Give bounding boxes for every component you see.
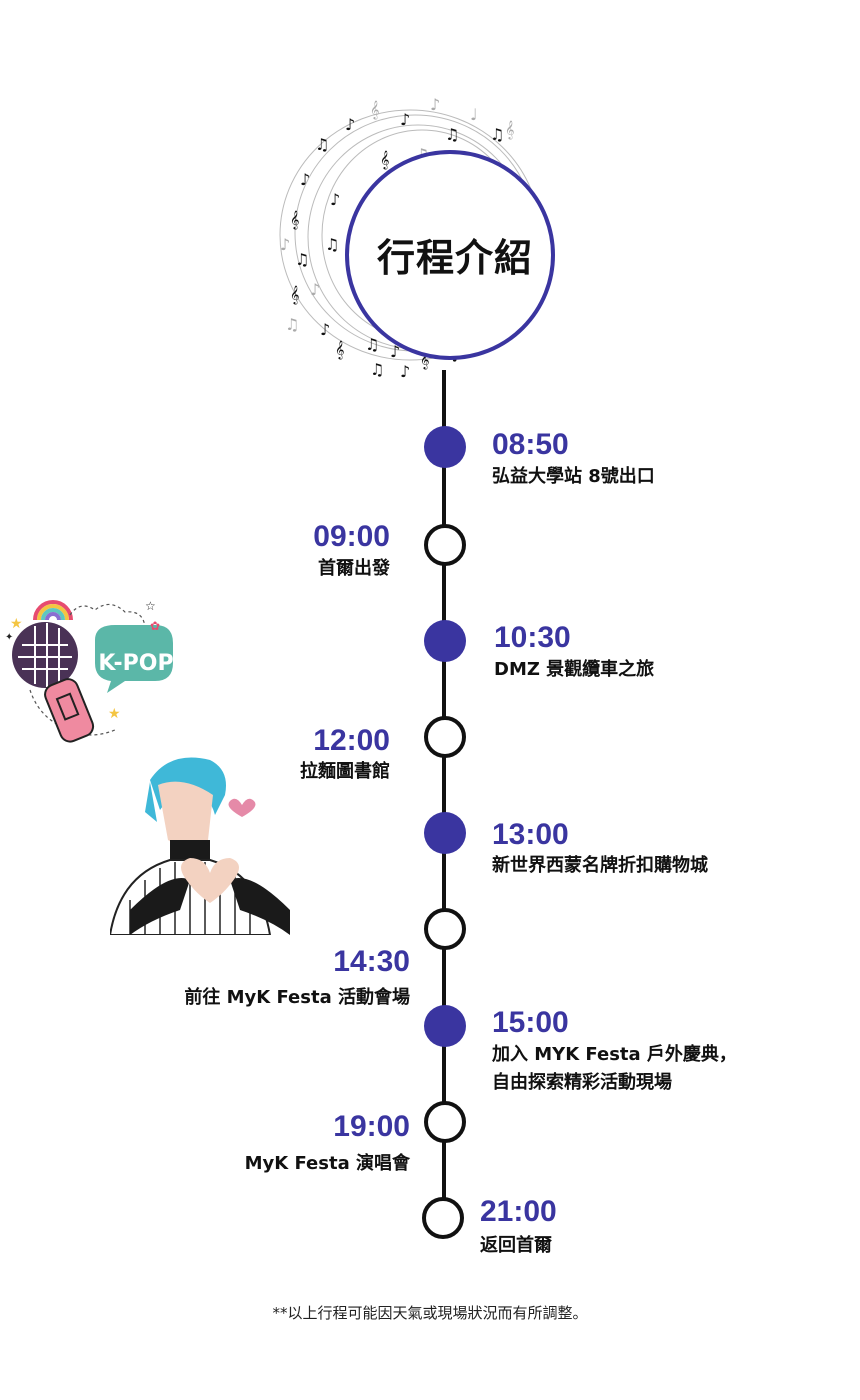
svg-text:★: ★ (10, 615, 23, 631)
svg-text:𝄞: 𝄞 (290, 210, 299, 230)
timeline-marker-open (424, 716, 466, 758)
schedule-time: 21:00 (480, 1195, 557, 1228)
schedule-time: 13:00 (492, 818, 569, 851)
timeline-marker-open (424, 908, 466, 950)
svg-text:♪: ♪ (280, 235, 290, 254)
svg-text:♫: ♫ (315, 135, 329, 154)
title-badge: ♫♪𝄞 ♪♫♫ ♪𝄞♫ 𝄞♪𝄞 ♫♪𝄞 ♫♪♫ ♪♪♫ 𝄞♪♩ 𝄞♫♪ ♫♫♪ … (270, 95, 560, 385)
svg-text:♪: ♪ (390, 342, 400, 361)
timeline-marker-open (422, 1197, 464, 1239)
timeline-marker-open (424, 1101, 466, 1143)
svg-text:♪: ♪ (320, 320, 330, 339)
schedule-description: 前往 MyK Festa 活動會場 (184, 987, 410, 1008)
timeline-line (442, 370, 446, 1220)
svg-text:𝄞: 𝄞 (335, 340, 344, 360)
svg-text:♪: ♪ (345, 115, 355, 134)
schedule-time: 12:00 (313, 724, 390, 757)
timeline-marker-filled (424, 620, 466, 662)
music-notes-swirl-icon: ♫♪𝄞 ♪♫♫ ♪𝄞♫ 𝄞♪𝄞 ♫♪𝄞 ♫♪♫ ♪♪♫ 𝄞♪♩ 𝄞♫♪ ♫♫♪ (279, 95, 555, 381)
schedule-description: 新世界西蒙名牌折扣購物城 (492, 855, 708, 876)
schedule-description: 拉麵圖書館 (300, 761, 390, 782)
timeline-marker-filled (424, 426, 466, 468)
schedule-time: 09:00 (313, 520, 390, 553)
svg-text:𝄞: 𝄞 (505, 120, 514, 140)
timeline-marker-filled (424, 812, 466, 854)
svg-text:♫: ♫ (285, 315, 299, 334)
footnote: **以上行程可能因天氣或現場狀況而有所調整。 (272, 1304, 588, 1322)
schedule-description: 首爾出發 (318, 558, 390, 579)
svg-text:♫: ♫ (370, 360, 384, 379)
svg-text:♪: ♪ (400, 362, 410, 381)
svg-text:𝄞: 𝄞 (370, 100, 379, 120)
svg-text:𝄞: 𝄞 (420, 350, 429, 370)
schedule-description-line2: 自由探索精彩活動現場 (492, 1072, 672, 1093)
kpop-label: K-POP (98, 651, 173, 676)
svg-text:♩: ♩ (470, 105, 478, 124)
timeline-marker-filled (424, 1005, 466, 1047)
svg-text:♫: ♫ (295, 250, 309, 269)
svg-text:♫: ♫ (490, 125, 504, 144)
timeline-marker-open (424, 524, 466, 566)
svg-text:★: ★ (108, 705, 121, 721)
kpop-sticker: K-POP ★ ★ ☆ ✿ ✦ (0, 590, 180, 780)
idol-illustration (108, 750, 330, 936)
schedule-time: 08:50 (492, 428, 569, 461)
svg-text:☆: ☆ (145, 599, 156, 613)
svg-text:♪: ♪ (300, 170, 310, 189)
svg-text:♪: ♪ (430, 95, 440, 114)
svg-text:♪: ♪ (400, 110, 410, 129)
svg-text:𝄞: 𝄞 (290, 285, 299, 305)
schedule-description: 弘益大學站 8號出口 (492, 466, 655, 487)
schedule-time: 14:30 (333, 945, 410, 978)
schedule-description: DMZ 景觀纜車之旅 (494, 659, 655, 680)
svg-text:♫: ♫ (365, 335, 379, 354)
schedule-time: 10:30 (494, 621, 571, 654)
heart-icon (228, 798, 256, 817)
schedule-time: 15:00 (492, 1006, 569, 1039)
svg-text:♪: ♪ (330, 190, 340, 209)
svg-text:♪: ♪ (310, 280, 320, 299)
schedule-description-line1: 加入 MYK Festa 戶外慶典， (492, 1044, 737, 1065)
page-title: 行程介紹 (376, 236, 533, 280)
svg-text:♫: ♫ (325, 235, 339, 254)
svg-text:♫: ♫ (445, 125, 459, 144)
svg-text:✦: ✦ (5, 632, 13, 643)
svg-text:✿: ✿ (150, 619, 160, 633)
schedule-time: 19:00 (333, 1110, 410, 1143)
schedule-description: 返回首爾 (480, 1235, 552, 1256)
schedule-description: MyK Festa 演唱會 (244, 1153, 410, 1174)
svg-text:𝄞: 𝄞 (380, 150, 389, 170)
